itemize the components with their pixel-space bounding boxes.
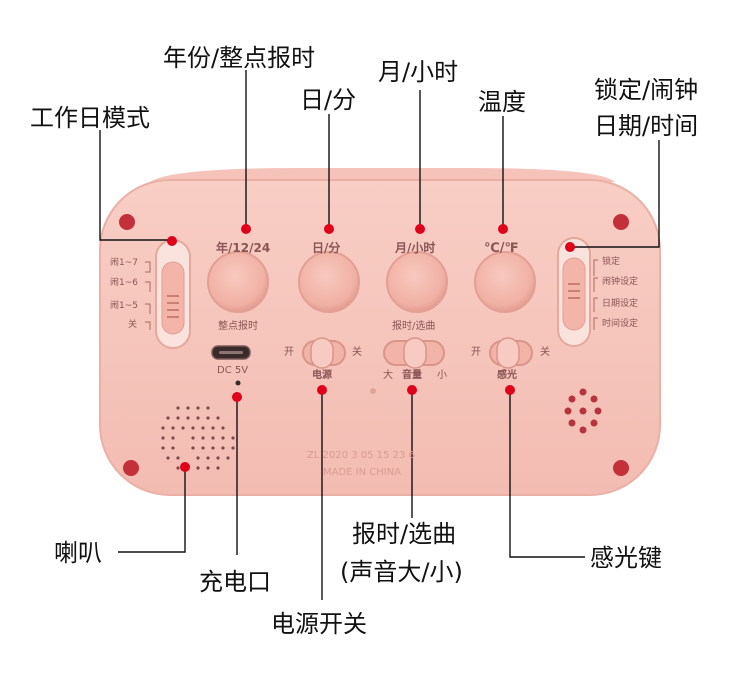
light-switch-knob	[496, 337, 520, 369]
label-btn-temp: ℃/℉	[484, 241, 519, 256]
label-vol-small: 小	[437, 370, 447, 381]
label-light-on: 开	[471, 347, 481, 358]
callout-lines	[99, 70, 660, 600]
label-btn-year: 年/12/24	[216, 241, 271, 255]
speaker-grille	[161, 406, 235, 470]
callout-day-minute: 日/分	[300, 86, 357, 114]
label-volume: 音量	[402, 370, 422, 381]
screw-hole	[123, 460, 139, 476]
power-switch-knob	[310, 337, 334, 369]
made-in: MADE IN CHINA	[323, 467, 402, 478]
label-power-off: 关	[352, 347, 362, 358]
right-slider-knob	[562, 257, 586, 331]
screw-hole	[613, 214, 629, 230]
label-dc: DC 5V	[217, 365, 249, 376]
label-btn-month: 月/小时	[395, 241, 436, 255]
top-edge	[150, 168, 615, 182]
label-power-on: 开	[284, 347, 294, 358]
right-slider-opt3: 日期设定	[602, 299, 639, 309]
callout-report-song: 报时/选曲	[352, 520, 457, 548]
right-slider-opt1: 锁定	[602, 257, 621, 267]
button-year	[207, 251, 269, 313]
label-btn-day: 日/分	[312, 241, 341, 255]
left-slider-opt3: 闹1~5	[110, 301, 138, 311]
label-report-song: 报时/选曲	[392, 321, 436, 332]
callout-volume: (声音大/小)	[340, 558, 463, 586]
label-light: 感光	[497, 370, 517, 381]
right-slider-opt4: 时间设定	[602, 319, 639, 329]
callout-date-time: 日期/时间	[594, 112, 699, 140]
callout-lock-alarm: 锁定/闹钟	[594, 76, 699, 104]
label-hourly-report: 整点报时	[218, 321, 258, 332]
label-light-off: 关	[540, 347, 550, 358]
callout-light-sensor: 感光键	[590, 544, 662, 572]
light-sensor	[564, 388, 602, 434]
volume-switch-knob	[403, 337, 427, 369]
callout-power-switch: 电源开关	[271, 610, 367, 638]
right-slider-opt2: 闹钟设定	[602, 277, 639, 287]
screw-hole	[613, 460, 629, 476]
button-day	[298, 251, 360, 313]
label-power: 电源	[312, 370, 332, 381]
left-slider-opt4: 关	[128, 320, 138, 330]
callout-temperature: 温度	[478, 88, 526, 116]
left-slider-knob	[161, 261, 185, 335]
callout-dots	[167, 224, 575, 472]
serial-number: ZL 2020 3 05 15 23 6	[307, 450, 415, 461]
left-slider-opt1: 闹1~7	[110, 258, 138, 268]
left-slider-opt2: 闹1~6	[110, 278, 138, 288]
callout-workday-mode: 工作日模式	[30, 104, 150, 132]
callout-year-hourly: 年份/整点报时	[163, 44, 316, 72]
callout-charge-port: 充电口	[199, 568, 271, 596]
callout-month-hour: 月/小时	[378, 58, 459, 86]
label-vol-big: 大	[383, 370, 393, 381]
button-temp	[474, 251, 536, 313]
button-month	[386, 251, 448, 313]
screw-hole	[119, 214, 135, 230]
callout-speaker: 喇叭	[54, 539, 102, 567]
